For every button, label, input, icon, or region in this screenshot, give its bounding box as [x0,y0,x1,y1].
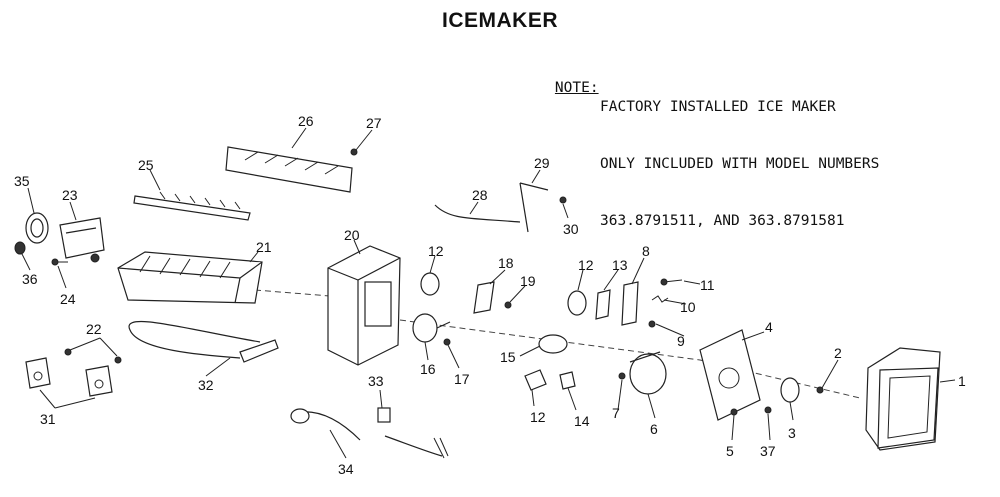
callout-14: 14 [574,413,590,429]
part-31-brackets [25,357,113,397]
part-7-screw [618,372,626,380]
part-15-gear [538,334,568,354]
callout-19: 19 [520,273,536,289]
callout-30: 30 [563,221,579,237]
part-9-screw [648,320,656,328]
note-line-2: ONLY INCLUDED WITH MODEL NUMBERS [600,156,880,172]
part-1-cover [865,347,941,451]
callout-18: 18 [498,255,514,271]
part-36-nut [14,241,26,255]
part-22-screws [64,348,122,364]
part-10-spring [651,295,669,303]
callout-labels: 1 2 3 4 5 6 7 8 9 10 11 12 12 12 13 14 1… [14,113,966,477]
callout-7: 7 [612,405,620,421]
part-29-lever [519,182,549,233]
callout-11: 11 [700,277,715,293]
callout-20: 20 [344,227,360,243]
callout-26: 26 [298,113,314,129]
part-16-motor [412,313,451,343]
callout-35: 35 [14,173,30,189]
callout-28: 28 [472,187,488,203]
callout-12c: 12 [530,409,546,425]
part-19-screw [504,301,512,309]
callout-27: 27 [366,115,382,131]
callout-5: 5 [726,443,734,459]
diagram-title: ICEMAKER [441,9,558,32]
part-28-shutoff-arm [434,204,521,223]
part-18-bracket [473,281,495,314]
callout-4: 4 [765,319,773,335]
note-label: NOTE: [554,80,599,96]
part-12-coupler-c [524,369,547,391]
part-2-screw [816,386,824,394]
callout-10: 10 [680,299,696,315]
callout-2: 2 [834,345,842,361]
part-11-screw [660,278,683,286]
callout-34: 34 [338,461,354,477]
note-line-1: FACTORY INSTALLED ICE MAKER [600,99,836,115]
part-4-mounting-plate [699,329,761,421]
part-5-screw [730,408,738,416]
axis-line-1 [254,289,331,297]
part-17-screw [443,338,451,346]
callout-1: 1 [958,373,966,389]
part-14-spring [559,371,576,390]
part-30-clip [559,196,567,204]
part-27-screw [350,148,358,156]
callout-12b: 12 [578,257,594,273]
part-12-cam-b [567,290,587,316]
part-35-seal-ring [25,212,49,244]
axis-line-main [399,319,861,399]
part-8-switch-mount [621,281,639,326]
callout-12a: 12 [428,243,444,259]
callout-24: 24 [60,291,76,307]
part-37-nut [764,406,772,414]
part-21-ice-mold [117,251,263,304]
callout-13: 13 [612,257,628,273]
part-20-module-housing [327,245,401,366]
callout-37: 37 [760,443,776,459]
callout-6: 6 [650,421,658,437]
part-26-stripper [225,146,353,193]
part-23-fill-cup [59,217,105,263]
callout-17: 17 [454,371,470,387]
callout-9: 9 [677,333,685,349]
part-12-thermostat-a [420,272,440,296]
callout-29: 29 [534,155,550,171]
callout-31: 31 [40,411,56,427]
note-line-3: 363.8791511, AND 363.8791581 [600,213,845,229]
callout-3: 3 [788,425,796,441]
note-block: NOTE: FACTORY INSTALLED ICE MAKER ONLY I… [520,60,879,229]
leader-lines [21,127,956,459]
callout-8: 8 [642,243,650,259]
callout-15: 15 [500,349,516,365]
callout-33: 33 [368,373,384,389]
callout-22: 22 [86,321,102,337]
callout-32: 32 [198,377,214,393]
callout-21: 21 [256,239,272,255]
part-3-gear [780,377,800,403]
part-32-fill-tube [128,320,279,363]
callout-16: 16 [420,361,436,377]
part-24-screw [51,258,68,266]
part-25-ejector [133,191,251,221]
callout-25: 25 [138,157,154,173]
callout-23: 23 [62,187,78,203]
part-33-connector [377,407,391,423]
part-13-switch [595,289,611,320]
part-34-harness [290,408,449,459]
callout-36: 36 [22,271,38,287]
part-6-drive-motor [629,351,667,395]
